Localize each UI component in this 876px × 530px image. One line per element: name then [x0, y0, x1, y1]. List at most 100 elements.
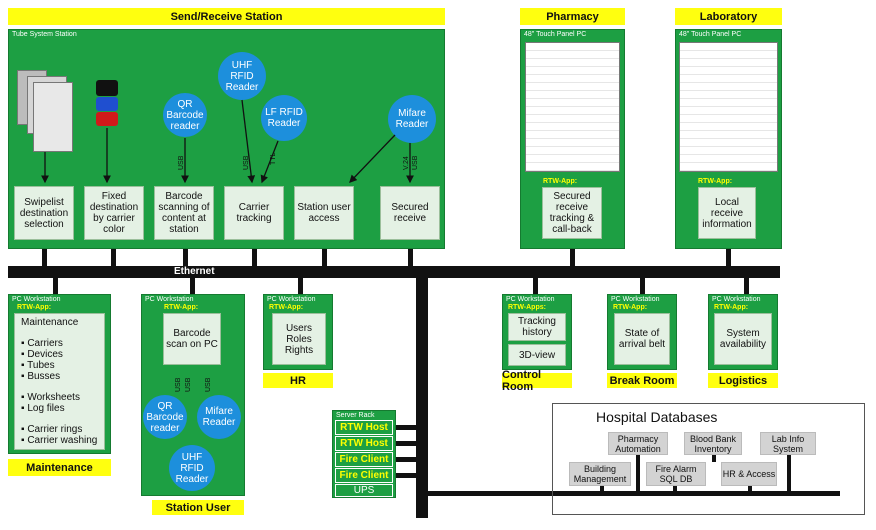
connector	[640, 278, 645, 294]
lab-function-box: Local receive information	[698, 187, 756, 239]
connector	[533, 278, 538, 294]
lab-screen	[679, 42, 778, 172]
control-room-header: Control Room	[502, 369, 572, 393]
station-usb-label-uhf: USB	[185, 377, 192, 392]
break-room-rtw-label: RTW-App:	[613, 304, 648, 311]
v24-label-mifare: V.24	[403, 156, 410, 170]
maintenance-item: ▪ Carriers	[21, 338, 63, 349]
usb-label-uhf: USB	[243, 155, 250, 170]
connector	[298, 278, 303, 294]
ttl-label-lf: TTL	[270, 152, 277, 165]
maintenance-item: ▪ Worksheets	[21, 392, 80, 403]
connector	[787, 453, 791, 491]
maintenance-list-3: ▪ Carrier rings ▪ Carrier washing	[21, 424, 98, 446]
maintenance-item: ▪ Busses	[21, 371, 61, 382]
connector	[673, 484, 677, 491]
ethernet-bus	[8, 266, 780, 278]
ethernet-label: Ethernet	[174, 266, 215, 277]
connector	[322, 249, 327, 266]
swipelist-destination-box: Swipelist destination selection	[14, 186, 74, 240]
control-room-pc-title: PC Workstation	[506, 296, 555, 303]
uhf-rfid-reader-circle: UHF RFID Reader	[218, 52, 266, 100]
maintenance-item: ▪ Log files	[21, 403, 65, 414]
maintenance-title: Maintenance	[21, 317, 79, 328]
connector	[726, 249, 731, 266]
server-link	[396, 457, 416, 462]
maintenance-item: ▪ Carrier rings	[21, 424, 83, 435]
logistics-pc-title: PC Workstation	[712, 296, 761, 303]
maintenance-pc-title: PC Workstation	[12, 296, 61, 303]
barcode-scan-on-pc-box: Barcode scan on PC	[163, 313, 221, 365]
maintenance-list-1: ▪ Carriers ▪ Devices ▪ Tubes ▪ Busses	[21, 338, 98, 382]
laboratory-header: Laboratory	[675, 8, 782, 25]
station-user-rtw-label: RTW-App:	[164, 304, 199, 311]
connector	[53, 278, 58, 294]
pharmacy-rtw-label: RTW-App:	[543, 178, 578, 185]
station-user-access-box: Station user access	[294, 186, 354, 240]
fixed-destination-box: Fixed destination by carrier color	[84, 186, 144, 240]
pharmacy-function-box: Secured receive tracking & call-back	[542, 187, 602, 239]
maintenance-item: ▪ Devices	[21, 349, 63, 360]
pharmacy-header: Pharmacy	[520, 8, 625, 25]
station-mifare-reader-circle: Mifare Reader	[197, 395, 241, 439]
connector	[600, 484, 604, 491]
connector	[190, 278, 195, 294]
connector	[712, 453, 716, 462]
station-usb-label-mifare: USB	[205, 377, 212, 392]
mifare-reader-circle: Mifare Reader	[388, 95, 436, 143]
ups: UPS	[335, 484, 393, 497]
rtw-host-2: RTW Host	[335, 436, 393, 451]
3d-view-box: 3D-view	[508, 344, 566, 366]
server-link	[396, 441, 416, 446]
maintenance-function-box: Maintenance ▪ Carriers ▪ Devices ▪ Tubes…	[14, 313, 105, 450]
connector	[748, 484, 752, 491]
pharmacy-automation-db: Pharmacy Automation	[608, 432, 668, 455]
connector	[744, 278, 749, 294]
station-uhf-reader-circle: UHF RFID Reader	[169, 445, 215, 491]
hr-rtw-label: RTW-App:	[269, 304, 304, 311]
pharmacy-screen	[525, 42, 620, 172]
tube-system-station-title: Tube System Station	[12, 31, 77, 38]
fire-client-2: Fire Client	[335, 468, 393, 483]
station-user-header: Station User	[152, 500, 244, 515]
lab-info-system-db: Lab Info System	[760, 432, 816, 455]
carrier-black-icon	[96, 80, 118, 96]
logistics-function-box: System availability	[714, 313, 772, 365]
send-receive-header: Send/Receive Station	[8, 8, 445, 25]
carrier-tracking-box: Carrier tracking	[224, 186, 284, 240]
connector	[111, 249, 116, 266]
connector	[183, 249, 188, 266]
station-qr-reader-circle: QR Barcode reader	[143, 395, 187, 439]
hr-pc-title: PC Workstation	[267, 296, 316, 303]
main-trunk	[416, 278, 428, 518]
usb-label-qr: USB	[178, 155, 185, 170]
connector	[636, 453, 640, 491]
maintenance-item: ▪ Carrier washing	[21, 435, 98, 446]
lf-rfid-reader-circle: LF RFID Reader	[261, 95, 307, 141]
connector	[408, 249, 413, 266]
carrier-red-icon	[96, 112, 118, 126]
break-room-function-box: State of arrival belt	[614, 313, 670, 365]
blood-bank-inventory-db: Blood Bank Inventory	[684, 432, 742, 455]
connector	[252, 249, 257, 266]
lab-touch-panel-title: 48" Touch Panel PC	[679, 31, 742, 38]
break-room-header: Break Room	[607, 373, 677, 388]
carrier-blue-icon	[96, 97, 118, 111]
hospital-databases-title: Hospital Databases	[596, 409, 718, 425]
connector	[42, 249, 47, 266]
server-link	[396, 425, 416, 430]
secured-receive-box: Secured receive	[380, 186, 440, 240]
rtw-host-1: RTW Host	[335, 420, 393, 435]
maintenance-rtw-label: RTW-App:	[17, 304, 52, 311]
logistics-rtw-label: RTW-App:	[714, 304, 749, 311]
tracking-history-box: Tracking history	[508, 313, 566, 341]
hr-header: HR	[263, 373, 333, 388]
maintenance-item: ▪ Tubes	[21, 360, 55, 371]
break-room-pc-title: PC Workstation	[611, 296, 660, 303]
barcode-scanning-box: Barcode scanning of content at station	[154, 186, 214, 240]
hr-access-db: HR & Access	[721, 462, 777, 486]
building-management-db: Building Management	[569, 462, 631, 486]
usb-label-mifare: USB	[412, 155, 419, 170]
hospital-databases-panel	[552, 403, 865, 515]
station-user-pc-title: PC Workstation	[145, 296, 194, 303]
